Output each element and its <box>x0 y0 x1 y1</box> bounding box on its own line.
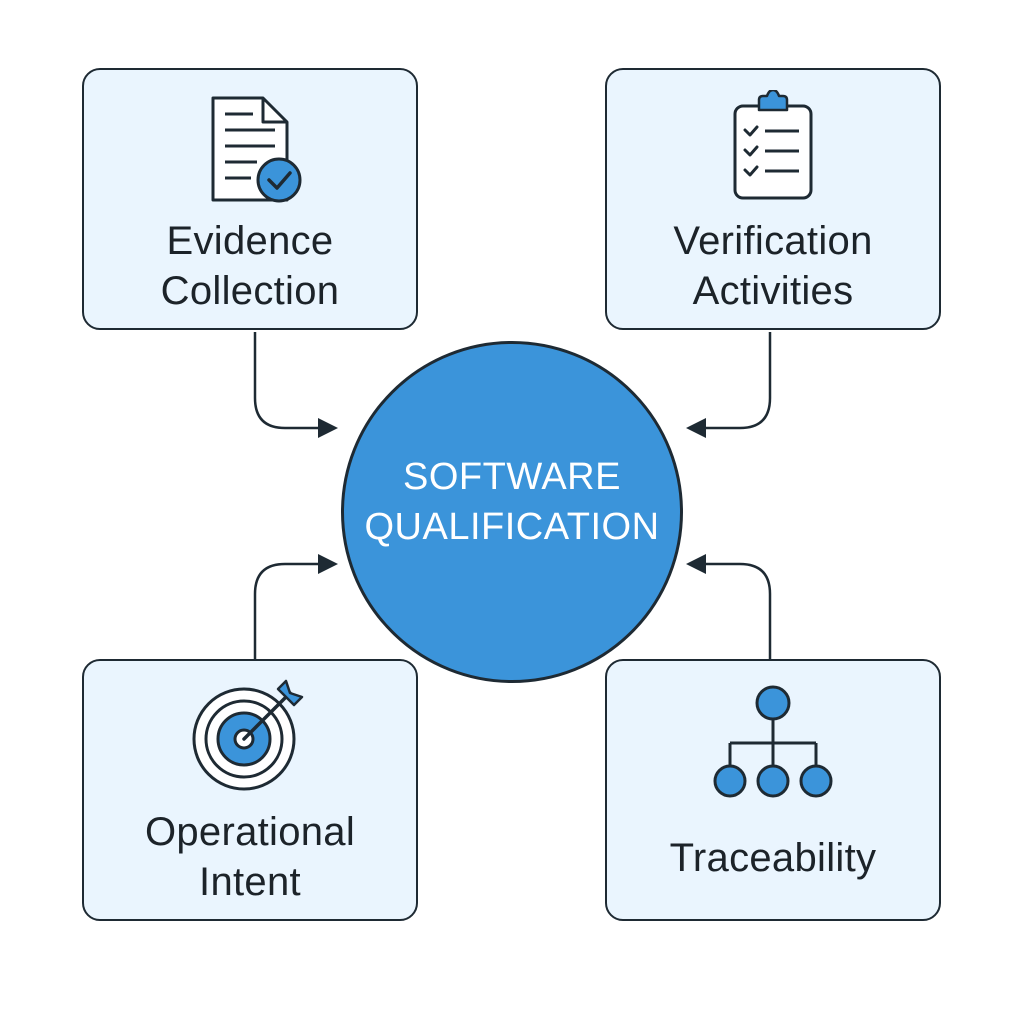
center-label-line2: QUALIFICATION <box>364 506 660 548</box>
traceability-label-line1: Traceability <box>669 836 877 880</box>
connector-verification-arrow <box>698 332 772 430</box>
verification-label-line1: Verification <box>673 219 873 263</box>
connector-operational-arrow <box>253 562 326 659</box>
verification-activities-label: Verification Activities <box>607 216 939 316</box>
clipboard-checklist-icon <box>733 90 813 200</box>
software-qualification-node: SOFTWARE QUALIFICATION <box>341 341 683 683</box>
verification-activities-card: Verification Activities <box>605 68 941 330</box>
document-check-icon <box>211 96 302 203</box>
arrowhead-evidence <box>318 418 338 438</box>
operational-intent-card: Operational Intent <box>82 659 418 921</box>
evidence-label-line1: Evidence <box>166 219 334 263</box>
arrowhead-verification <box>686 418 706 438</box>
evidence-collection-card: Evidence Collection <box>82 68 418 330</box>
evidence-label-line2: Collection <box>160 269 340 313</box>
operational-label-line2: Intent <box>199 860 301 904</box>
operational-label-line1: Operational <box>144 810 356 854</box>
arrowhead-traceability <box>686 554 706 574</box>
operational-intent-label: Operational Intent <box>84 807 416 907</box>
evidence-collection-label: Evidence Collection <box>84 216 416 316</box>
center-label-line1: SOFTWARE <box>403 456 621 498</box>
arrowhead-operational <box>318 554 338 574</box>
traceability-card: Traceability <box>605 659 941 921</box>
target-arrow-icon <box>192 679 304 791</box>
traceability-label: Traceability <box>607 833 939 883</box>
connector-traceability-arrow <box>698 562 772 659</box>
verification-label-line2: Activities <box>692 269 854 313</box>
hierarchy-tree-icon <box>713 685 833 798</box>
connector-evidence-arrow <box>253 332 326 430</box>
